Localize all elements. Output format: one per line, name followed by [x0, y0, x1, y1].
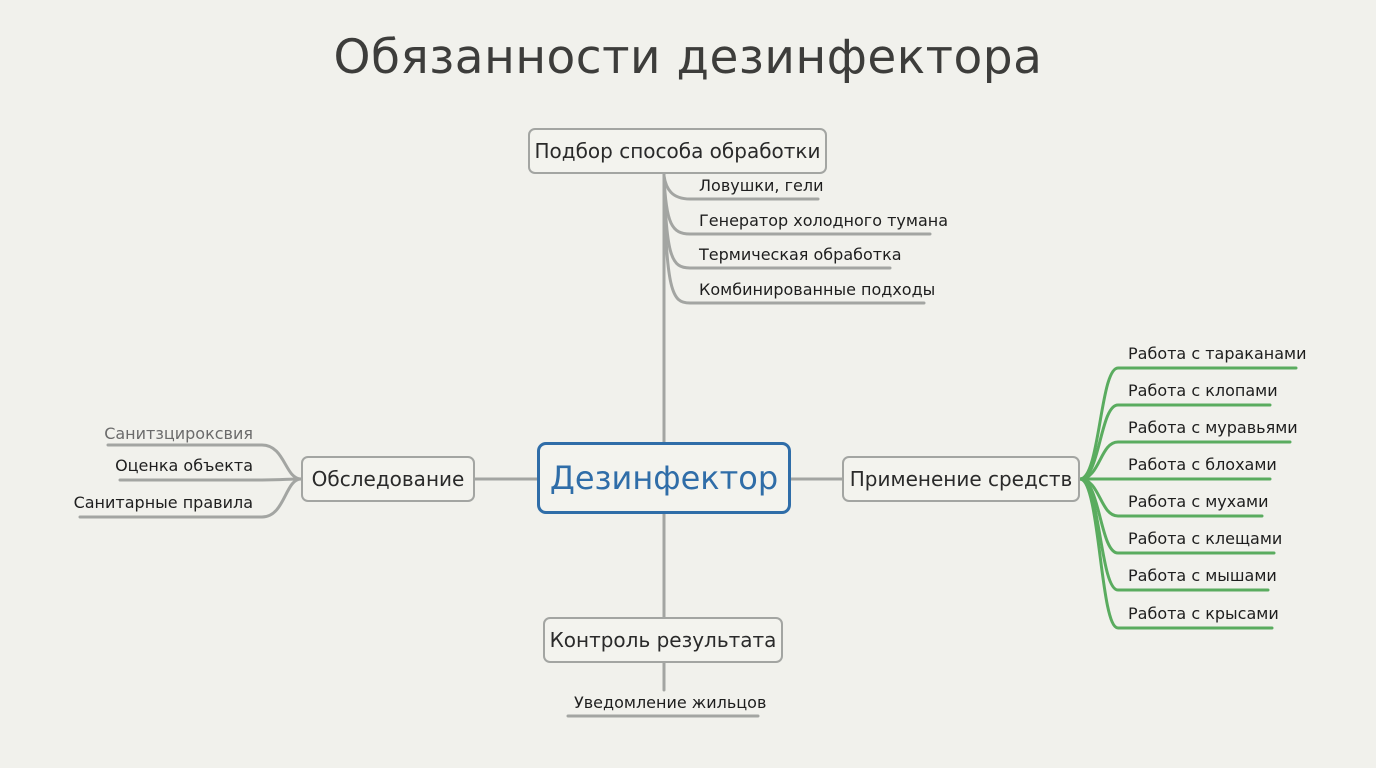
leaf-right-4: Работа с блохами: [1128, 455, 1277, 474]
connector-left-leaf-2: [118, 477, 303, 482]
leaf-top-2: Генератор холодного тумана: [699, 211, 949, 230]
branch-left-node: Обследование: [301, 456, 475, 502]
leaf-right-5: Работа с мухами: [1128, 492, 1269, 511]
leaf-left-1: Санитзцироксвия: [104, 424, 253, 443]
leaf-right-8: Работа с крысами: [1128, 604, 1279, 623]
leaf-right-3: Работа с муравьями: [1128, 418, 1298, 437]
leaf-top-4: Комбинированные подходы: [699, 280, 936, 299]
branch-right-node: Применение средств: [842, 456, 1080, 502]
leaf-left-3: Санитарные правила: [73, 493, 253, 512]
diagram-title: Обязанности дезинфектора: [333, 30, 1043, 85]
leaf-right-6: Работа с клещами: [1128, 529, 1283, 548]
leaf-right-2: Работа с клопами: [1128, 381, 1278, 400]
leaf-bottom-1: Уведомление жильцов: [574, 693, 767, 712]
branch-bottom-node: Контроль результата: [543, 617, 783, 663]
connector-right-leaf-8: [1078, 477, 1274, 630]
center-node: Дезинфектор: [537, 442, 791, 514]
leaf-top-1: Ловушки, гели: [699, 176, 824, 195]
leaf-right-1: Работа с тараканами: [1128, 344, 1307, 363]
leaf-left-2: Оценка объекта: [115, 456, 253, 475]
leaf-right-7: Работа с мышами: [1128, 566, 1277, 585]
connector-left-leaf-3: [78, 477, 303, 519]
connector-right-leaf-2: [1078, 403, 1272, 481]
branch-top-node: Подбор способа обработки: [528, 128, 827, 174]
leaf-top-3: Термическая обработка: [699, 245, 902, 264]
connector-top-leaf-4: [662, 174, 926, 305]
